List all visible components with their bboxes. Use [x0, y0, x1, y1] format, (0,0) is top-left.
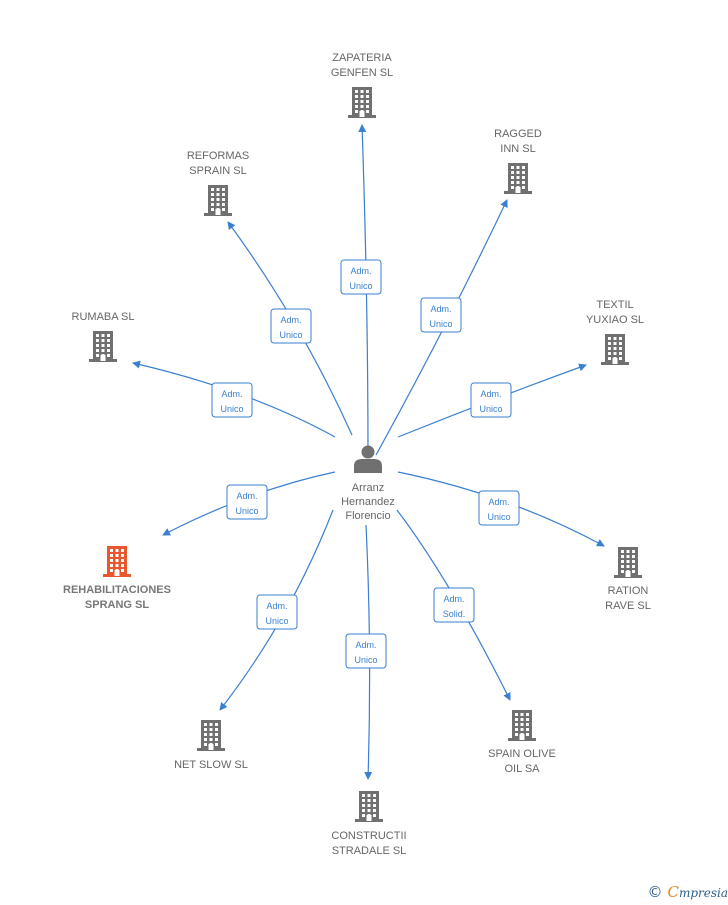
company-name-line: REFORMAS [187, 150, 249, 162]
company-node-reformas-sprain-sl[interactable]: REFORMAS SPRAIN SL [187, 150, 249, 216]
role-badge-text: Unico [220, 404, 243, 414]
edge-ration-rave-sl: Adm. Unico [397, 471, 605, 547]
role-badge-text: Adm. [480, 389, 501, 399]
role-badge[interactable]: Adm. Unico [340, 259, 382, 295]
role-badge-text: Solid. [443, 609, 466, 619]
company-name-line: GENFEN SL [331, 67, 393, 79]
role-badge-text: Adm. [350, 266, 371, 276]
building-icon [508, 710, 536, 741]
edge-ragged-inn-sl: Adm. Unico [375, 199, 508, 456]
company-node-constructii-stradale-sl[interactable]: CONSTRUCTII STRADALE SL [331, 791, 407, 857]
edge-spain-olive-oil-sa: Adm. Solid. [396, 509, 511, 701]
company-name-line: RUMABA SL [72, 311, 135, 323]
role-badge-text: Unico [487, 512, 510, 522]
company-node-textil-yuxiao-sl[interactable]: TEXTIL YUXIAO SL [586, 299, 644, 365]
role-badge[interactable]: Adm. Unico [211, 382, 253, 418]
company-name-line: OIL SA [504, 763, 540, 775]
edge-constructii-stradale-sl: Adm. Unico [345, 524, 387, 780]
building-icon [614, 547, 642, 578]
role-badge-text: Adm. [488, 497, 509, 507]
building-icon [355, 791, 383, 822]
person-icon [354, 445, 382, 473]
relationship-graph: Adm.UnicoAdm.UnicoAdm.UnicoAdm.UnicoAdm.… [63, 52, 651, 857]
edge-reformas-sprain-sl: Adm. Unico [227, 221, 353, 436]
person-name-line-1: Arranz [352, 482, 384, 494]
company-name-line: RAVE SL [605, 600, 651, 612]
role-badge-text: Unico [235, 506, 258, 516]
building-icon [197, 720, 225, 751]
role-badge-text: Adm. [355, 640, 376, 650]
company-name-line: SPAIN OLIVE [488, 748, 556, 760]
role-badge-text: Unico [279, 330, 302, 340]
company-node-rumaba-sl[interactable]: RUMABA SL [72, 311, 135, 362]
company-name-line: INN SL [500, 143, 535, 155]
building-icon [504, 163, 532, 194]
company-name-line: YUXIAO SL [586, 314, 644, 326]
company-node-rehabilitaciones-sprang-sl[interactable]: REHABILITACIONES SPRANG SL [63, 546, 171, 611]
building-icon [348, 87, 376, 118]
edge-net-slow-sl: Adm. Unico [219, 509, 334, 711]
role-badge-text: Adm. [280, 315, 301, 325]
role-badge-text: Adm. [430, 304, 451, 314]
role-badge-text: Unico [479, 404, 502, 414]
footer-brand: © Cmpresia [647, 882, 728, 902]
edge-textil-yuxiao-sl: Adm. Unico [397, 363, 587, 438]
role-badge-text: Adm. [266, 601, 287, 611]
company-name-line: STRADALE SL [332, 845, 407, 857]
company-node-ragged-inn-sl[interactable]: RAGGED INN SL [494, 128, 542, 194]
company-name-line: CONSTRUCTII [331, 830, 406, 842]
role-badge-text: Adm. [221, 389, 242, 399]
role-badge[interactable]: Adm. Unico [470, 382, 512, 418]
company-name-line: SPRAIN SL [189, 165, 246, 177]
company-name-line: RAGGED [494, 128, 542, 140]
empresia-logo[interactable]: Cmpresia [667, 883, 728, 901]
role-badge[interactable]: Adm. Solid. [433, 587, 475, 623]
copyright-icon: © [647, 883, 663, 901]
role-badge-text: Unico [354, 655, 377, 665]
role-badge-text: Unico [429, 319, 452, 329]
edge-zapateria-genfen-sl: Adm. Unico [340, 124, 382, 456]
role-badge[interactable]: Adm. Unico [270, 308, 312, 344]
building-icon [601, 334, 629, 365]
role-badge-text: Unico [265, 616, 288, 626]
building-icon [103, 546, 131, 577]
edge-rehabilitaciones-sprang-sl: Adm. Unico [162, 471, 336, 536]
role-badge[interactable]: Adm. Unico [345, 633, 387, 669]
company-node-net-slow-sl[interactable]: NET SLOW SL [174, 720, 248, 771]
role-badge-text: Unico [349, 281, 372, 291]
role-badge[interactable]: Adm. Unico [420, 297, 462, 333]
company-name-line: RATION [608, 585, 649, 597]
company-name-line: TEXTIL [596, 299, 633, 311]
company-node-spain-olive-oil-sa[interactable]: SPAIN OLIVE OIL SA [488, 710, 556, 775]
company-name-line: REHABILITACIONES [63, 584, 171, 596]
role-badge[interactable]: Adm. Unico [256, 594, 298, 630]
role-badge[interactable]: Adm. Unico [226, 484, 268, 520]
person-name-line-2: Hernandez [341, 496, 395, 508]
person-name-line-3: Florencio [345, 510, 390, 522]
building-icon [204, 185, 232, 216]
edge-rumaba-sl: Adm. Unico [132, 360, 336, 438]
edge-line [358, 124, 369, 456]
company-node-ration-rave-sl[interactable]: RATION RAVE SL [605, 547, 651, 612]
company-name-line: SPRANG SL [85, 599, 149, 611]
role-badge-text: Adm. [443, 594, 464, 604]
company-name-line: ZAPATERIA [332, 52, 392, 64]
role-badge[interactable]: Adm. Unico [478, 490, 520, 526]
role-badge-text: Adm. [236, 491, 257, 501]
person-node[interactable]: Arranz Hernandez Florencio [341, 445, 395, 523]
company-name-line: NET SLOW SL [174, 759, 248, 771]
company-node-zapateria-genfen-sl[interactable]: ZAPATERIA GENFEN SL [331, 52, 393, 118]
building-icon [89, 331, 117, 362]
